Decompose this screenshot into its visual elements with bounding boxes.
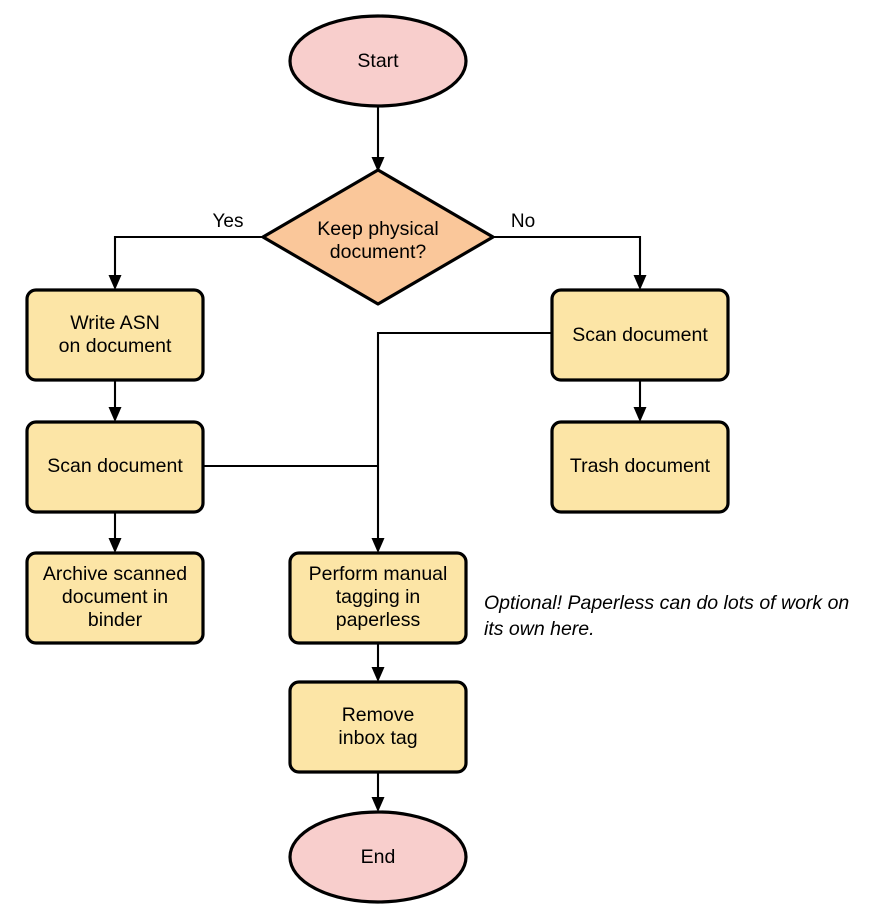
node-write-asn-label-line2: on document: [59, 335, 172, 357]
edge-decision-no-to-scan-right: [494, 235, 647, 290]
arrowhead-icon: [108, 275, 122, 290]
node-scan-document-right[interactable]: Scan document: [550, 288, 730, 382]
node-start[interactable]: Start: [288, 14, 468, 108]
arrowhead-icon: [108, 407, 122, 422]
edge-scan-right-to-tagging: [371, 331, 552, 553]
node-archive-label-line1: Archive scanned: [43, 563, 187, 585]
node-archive-label-line2: document in: [62, 586, 168, 608]
node-end[interactable]: End: [288, 810, 468, 904]
node-write-asn-label-line1: Write ASN: [70, 312, 160, 334]
optional-note-line1: Optional! Paperless can do lots of work …: [484, 592, 849, 614]
node-tagging-label-line3: paperless: [336, 609, 421, 631]
write-asn-box[interactable]: [25, 288, 205, 382]
tagging-box[interactable]: [288, 551, 468, 645]
edge-line: [113, 235, 262, 281]
node-scan-document-right-label: Scan document: [572, 324, 708, 346]
remove-inbox-tag-box[interactable]: [288, 680, 468, 774]
edge-scan-right-to-trash: [633, 380, 647, 422]
node-trash-document-label: Trash document: [570, 455, 711, 477]
scan-document-left-box[interactable]: [25, 420, 205, 514]
edge-line: [376, 331, 552, 544]
arrowhead-icon: [371, 538, 385, 553]
edge-label-no: No: [511, 211, 535, 232]
node-start-label: Start: [357, 50, 399, 72]
arrowhead-icon: [371, 797, 385, 812]
edge-write-asn-to-scan-left: [108, 380, 122, 422]
node-remove-inbox-label-line2: inbox tag: [338, 727, 417, 749]
node-remove-inbox-label-line1: Remove: [342, 704, 415, 726]
edge-label-yes: Yes: [213, 211, 244, 232]
node-scan-document-left-label: Scan document: [47, 455, 183, 477]
node-tagging-label-line2: tagging in: [336, 586, 421, 608]
archive-box[interactable]: [25, 551, 205, 645]
edge-tagging-to-remove-inbox: [371, 643, 385, 682]
node-remove-inbox-tag[interactable]: Remove inbox tag: [288, 680, 468, 774]
trash-document-box[interactable]: [550, 420, 730, 514]
node-end-label: End: [361, 846, 396, 868]
node-scan-document-left[interactable]: Scan document: [25, 420, 205, 514]
arrowhead-icon: [371, 667, 385, 682]
node-perform-manual-tagging[interactable]: Perform manual tagging in paperless: [288, 551, 468, 645]
end-ellipse[interactable]: [288, 810, 468, 904]
node-decision-label-line2: document?: [330, 241, 427, 263]
arrowhead-icon: [108, 538, 122, 553]
edge-remove-inbox-to-end: [371, 772, 385, 812]
arrowhead-icon: [371, 157, 385, 172]
annotation-optional-note: Optional! Paperless can do lots of work …: [484, 592, 849, 640]
node-decision-label-line1: Keep physical: [317, 218, 438, 240]
optional-note-line2: its own here.: [484, 618, 595, 640]
node-decision-keep-physical-document[interactable]: Keep physical document?: [261, 168, 495, 306]
arrowhead-icon: [633, 275, 647, 290]
node-trash-document[interactable]: Trash document: [550, 420, 730, 514]
arrowhead-icon: [633, 407, 647, 422]
node-tagging-label-line1: Perform manual: [309, 563, 448, 585]
node-archive-label-line3: binder: [88, 609, 143, 631]
decision-diamond[interactable]: [261, 168, 495, 306]
start-ellipse[interactable]: [288, 14, 468, 108]
edge-decision-yes-to-write-asn: [108, 235, 262, 290]
edge-line: [494, 235, 642, 281]
edge-start-to-decision: [371, 107, 385, 172]
node-archive-scanned-document[interactable]: Archive scanned document in binder: [25, 551, 205, 645]
scan-document-right-box[interactable]: [550, 288, 730, 382]
node-write-asn[interactable]: Write ASN on document: [25, 288, 205, 382]
edge-scan-left-to-archive: [108, 512, 122, 553]
